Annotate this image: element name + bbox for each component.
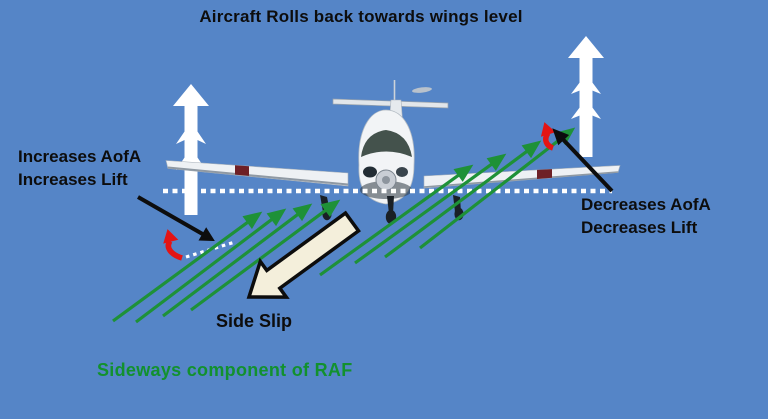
left-annotation: Increases AofA Increases Lift [18,145,141,191]
raf-arrow-7 [384,140,542,259]
right-annotation: Decreases AofA Decreases Lift [581,193,711,239]
left-wingtip-band [235,165,249,176]
raf-arrows [112,127,576,324]
air-intake-right [396,167,408,177]
air-intake-left [363,166,377,178]
pointer-arrows [137,128,614,242]
raf-arrow-1 [112,211,263,323]
diagram-title: Aircraft Rolls back towards wings level [199,7,523,26]
aofa-increase-arrow-icon [163,229,183,261]
left-pointer-arrow-icon [137,195,215,242]
spinner-hub [382,176,390,184]
raf-arrow-6 [354,153,507,265]
pointer-arrows-fill [137,128,614,242]
aircraft [165,80,621,224]
fuselage [358,109,415,205]
distant-object [412,87,432,93]
right-wingtip-band [537,169,552,179]
right-pointer-arrow-icon [552,128,614,193]
rotation-arrows [163,122,556,261]
canopy [361,130,412,157]
left-wing-underside [167,166,349,186]
raf-arrow-4 [190,199,341,312]
right-wing-underside [423,171,619,188]
side-slip-label: Side Slip [216,311,293,331]
lift-arrow-left-icon [173,84,209,215]
raf-arrow-2 [135,208,287,324]
rotation-arrows-fill [163,122,556,261]
aofa-decrease-arrow-icon [540,122,556,151]
raf-arrows-fill [112,127,576,324]
side-slip-arrow-icon [246,210,361,299]
raf-arrow-3 [162,203,313,318]
raf-component-label: Sideways component of RAF [97,360,353,380]
left-annotation-line1: Increases AofA [18,147,142,166]
right-annotation-line1: Decreases AofA [581,195,711,214]
left-annotation-line2: Increases Lift [18,170,128,189]
lift-arrow-right-icon [568,36,604,157]
right-annotation-line2: Decreases Lift [581,218,698,237]
raf-arrow-5 [319,164,474,277]
